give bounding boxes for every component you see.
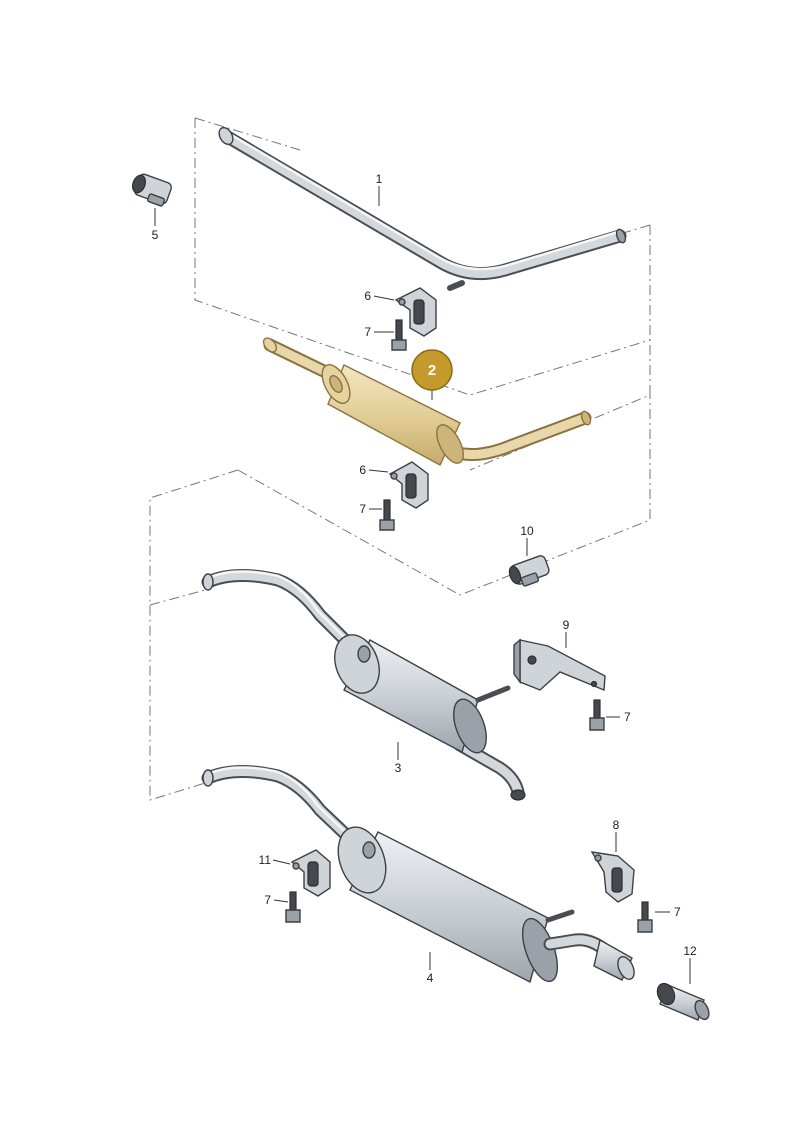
bolt-part-11-part-7 xyxy=(285,891,301,923)
hanger-bracket-part-8 xyxy=(590,851,635,903)
callout-1: 1 xyxy=(376,172,383,186)
callout-6-upper: 6 xyxy=(364,289,371,303)
callout-7-upper: 7 xyxy=(364,325,371,339)
rear-silencer-part-3 xyxy=(201,568,526,801)
clamp-part-10 xyxy=(508,555,550,587)
assembly-frames xyxy=(149,117,651,801)
clamp-part-5 xyxy=(131,173,173,207)
hanger-bracket-middle-part-6 xyxy=(388,461,429,509)
callout-7-lower-right: 7 xyxy=(674,905,681,919)
callout-8: 8 xyxy=(613,818,620,832)
bracket-part-9 xyxy=(513,638,606,692)
callout-6-middle: 6 xyxy=(359,463,366,477)
callout-7-middle: 7 xyxy=(359,502,366,516)
callout-4: 4 xyxy=(427,971,434,985)
centre-silencer-part-2 xyxy=(262,337,592,466)
callout-10: 10 xyxy=(520,524,534,538)
bolt-upper-part-7 xyxy=(391,319,407,351)
front-pipe-part-1 xyxy=(218,126,627,291)
callout-3: 3 xyxy=(395,761,402,775)
callout-9: 9 xyxy=(563,618,570,632)
hanger-bracket-upper-part-6 xyxy=(394,287,437,337)
hanger-bracket-part-11 xyxy=(290,849,331,897)
rear-silencer-part-4 xyxy=(201,764,635,984)
frame-lower xyxy=(149,395,651,801)
callout-11: 11 xyxy=(259,853,272,867)
callout-2-highlighted: 2 xyxy=(428,362,436,379)
callout-7-bracket: 7 xyxy=(624,710,631,724)
frame-upper xyxy=(194,117,651,471)
callout-5: 5 xyxy=(152,228,159,242)
bolt-part-8-part-7 xyxy=(637,901,653,933)
callout-labels: 1 5 6 7 2 6 7 10 9 7 3 8 11 7 7 4 12 xyxy=(152,172,697,985)
tailpipe-trim-part-12 xyxy=(656,982,710,1021)
callout-12: 12 xyxy=(683,944,697,958)
bolt-bracket-part-7 xyxy=(589,699,605,731)
highlight-badge xyxy=(411,349,453,391)
leader-lines xyxy=(154,186,691,984)
bolt-middle-part-7 xyxy=(379,499,395,531)
callout-7-lower-left: 7 xyxy=(264,893,271,907)
